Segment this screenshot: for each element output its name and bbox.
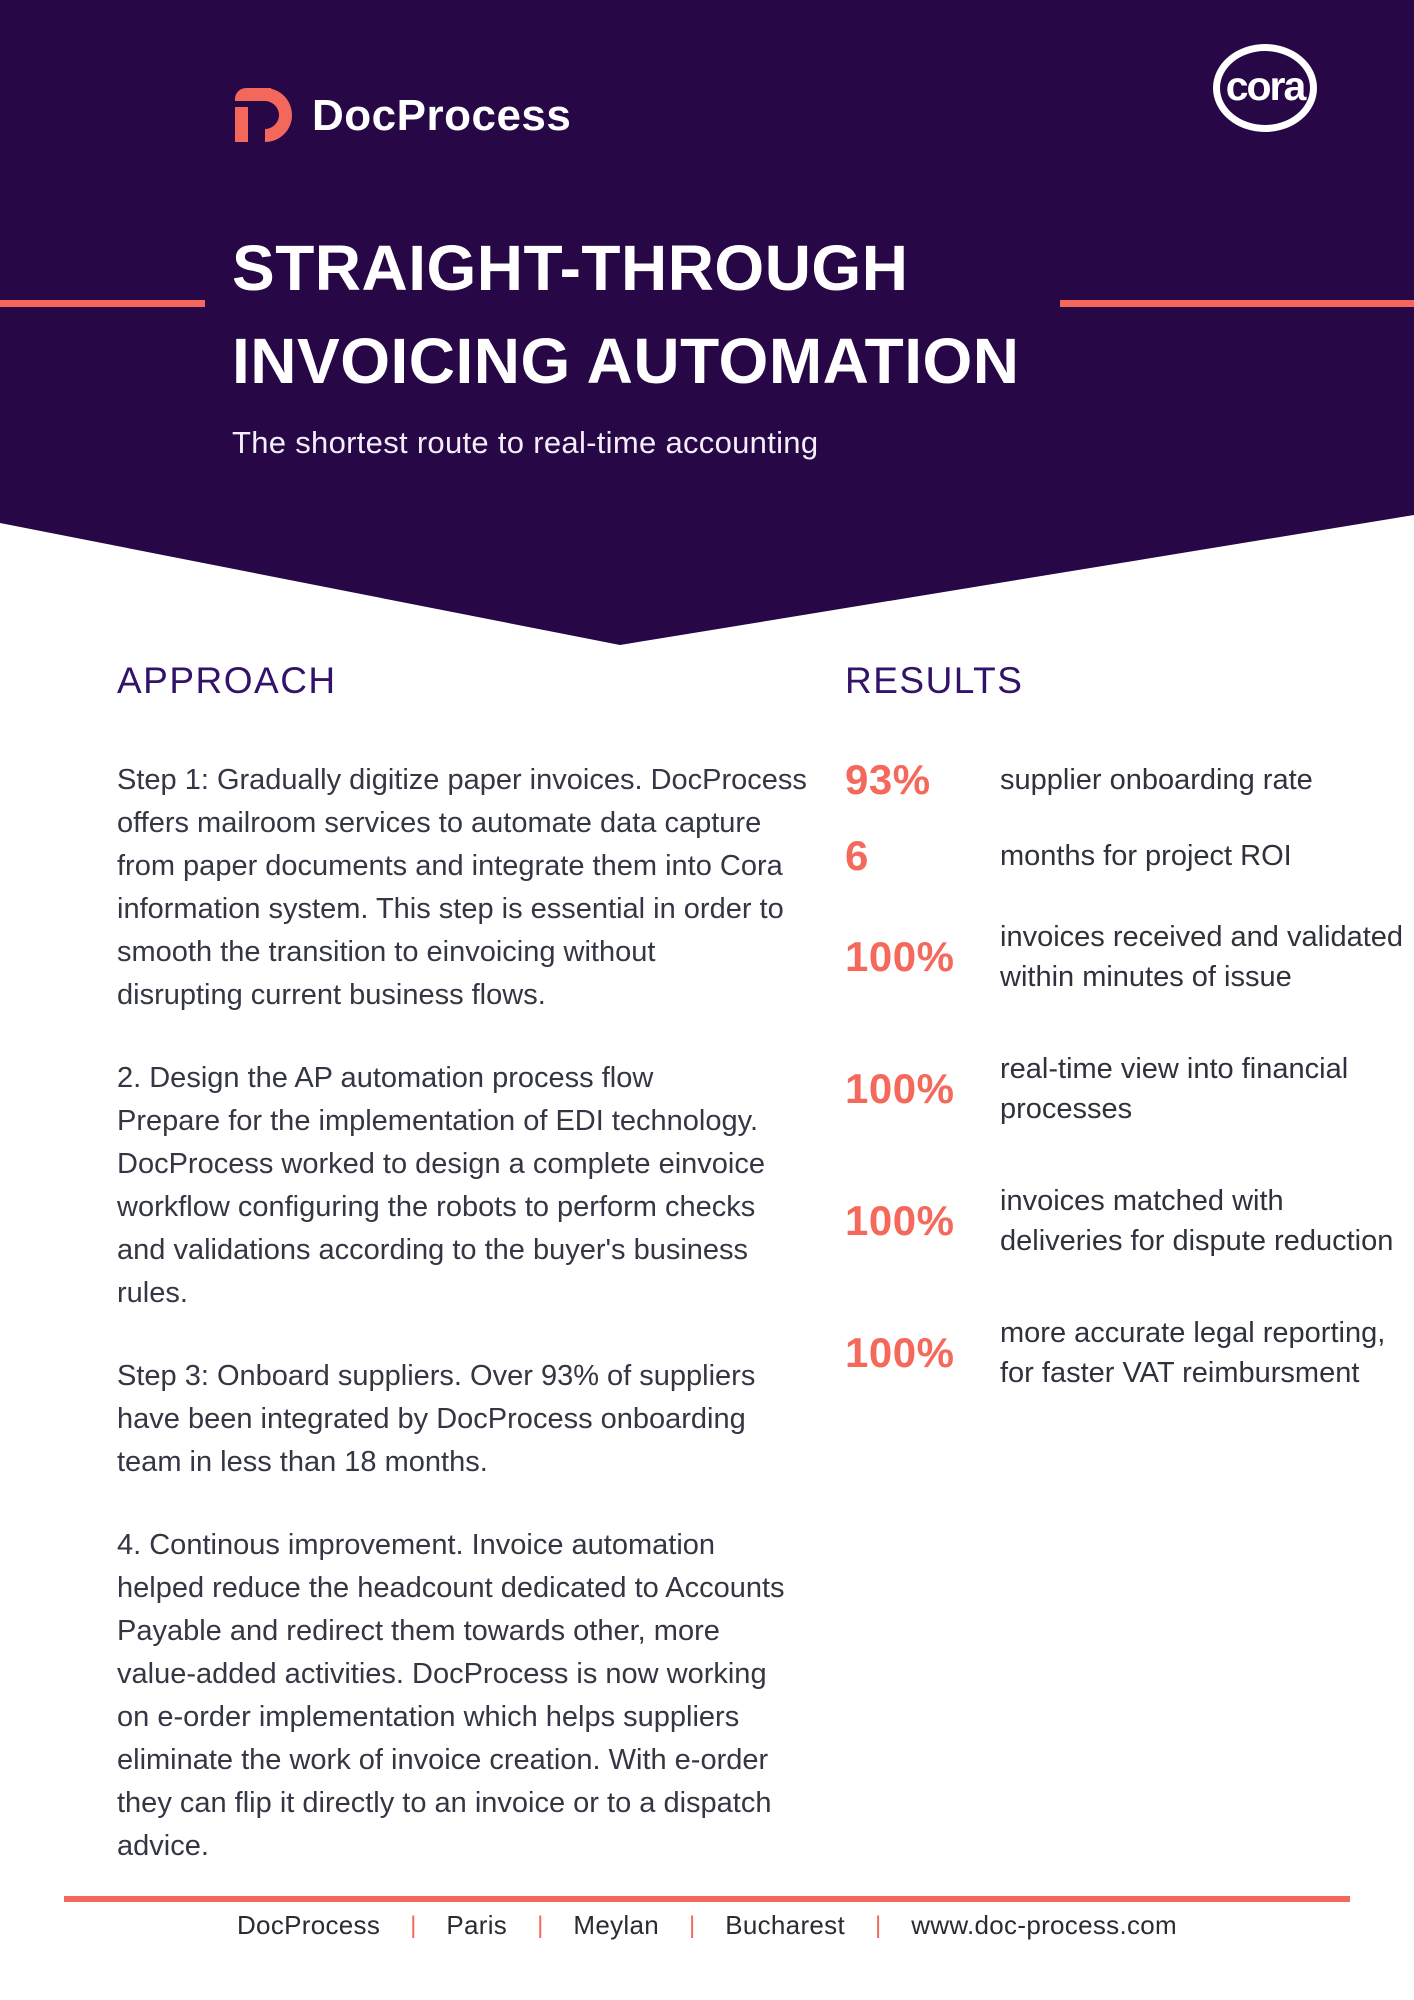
approach-paragraph: Step 3: Onboard suppliers. Over 93% of s…	[117, 1360, 756, 1478]
footer-separator: |	[537, 1911, 544, 1939]
footer-website-link[interactable]: www.doc-process.com	[911, 1910, 1177, 1940]
stat-description: invoices matched with deliveries for dis…	[1000, 1185, 1394, 1257]
title-accent-line-right	[1060, 300, 1414, 307]
stat-value: 93%	[845, 756, 931, 803]
stat-description: more accurate legal reporting, for faste…	[1000, 1317, 1386, 1389]
approach-heading: APPROACH	[117, 660, 337, 701]
approach-paragraph: Step 1: Gradually digitize paper invoice…	[117, 764, 807, 1011]
stat-value: 100%	[845, 1329, 955, 1376]
footer: DocProcess | Paris | Meylan | Bucharest | www.do…	[0, 1910, 1414, 1941]
stat-row: 100% real-time view into financial proces…	[845, 1049, 1405, 1129]
footer-item: Bucharest	[725, 1910, 845, 1940]
results-stats: 93% supplier onboarding rate 6 months for p…	[845, 759, 1405, 1393]
stat-row: 100% more accurate legal reporting, for f…	[845, 1313, 1405, 1393]
stat-description: supplier onboarding rate	[1000, 764, 1313, 796]
title-accent-line-left	[0, 300, 205, 307]
stat-value: 100%	[845, 1065, 955, 1112]
page-title-line2: INVOICING AUTOMATION	[232, 325, 1020, 397]
page-title-line1: STRAIGHT-THROUGH	[232, 232, 909, 304]
stat-row: 6 months for project ROI	[845, 835, 1405, 877]
stat-row: 93% supplier onboarding rate	[845, 759, 1405, 801]
title-block: STRAIGHT-THROUGH INVOICING AUTOMATION Th…	[232, 222, 1019, 461]
stat-value: 100%	[845, 1197, 955, 1244]
docprocess-logo: DocProcess	[235, 88, 571, 142]
footer-separator: |	[874, 1911, 882, 1939]
stat-row: 100% invoices matched with deliveries for…	[845, 1181, 1405, 1261]
footer-item: Paris	[446, 1910, 508, 1940]
page-subtitle: The shortest route to real-time accounti…	[232, 425, 819, 460]
stat-description: invoices received and validated within m…	[1000, 921, 1404, 993]
approach-paragraph: 4. Continous improvement. Invoice automa…	[117, 1529, 785, 1862]
cora-logo: cora	[1213, 44, 1317, 132]
results-section: RESULTS 93% supplier onboarding rate 6 mont…	[845, 658, 1405, 1393]
stat-description: real-time view into financial processes	[1000, 1053, 1349, 1125]
stat-value: 6	[845, 832, 869, 879]
results-heading: RESULTS	[845, 660, 1024, 701]
docprocess-d-mark-icon	[235, 88, 292, 142]
stat-description: months for project ROI	[1000, 840, 1292, 872]
footer-accent-line	[64, 1896, 1350, 1902]
cora-logo-text: cora	[1225, 63, 1307, 109]
brand-name: DocProcess	[312, 91, 572, 140]
approach-paragraph: 2. Design the AP automation process flow…	[117, 1062, 765, 1309]
footer-separator: |	[410, 1911, 417, 1939]
approach-paragraphs: Step 1: Gradually digitize paper invoice…	[117, 759, 807, 1868]
footer-item: Meylan	[573, 1910, 659, 1940]
footer-item: DocProcess	[236, 1910, 381, 1940]
footer-separator: |	[688, 1911, 696, 1939]
stat-value: 100%	[845, 933, 955, 980]
header-banner: DocProcess cora STRAIGHT-THROUGH INVOICI…	[0, 0, 1414, 645]
approach-section: APPROACH Step 1: Gradually digitize pape…	[117, 658, 807, 1908]
stat-row: 100% invoices received and validated with…	[845, 917, 1405, 997]
